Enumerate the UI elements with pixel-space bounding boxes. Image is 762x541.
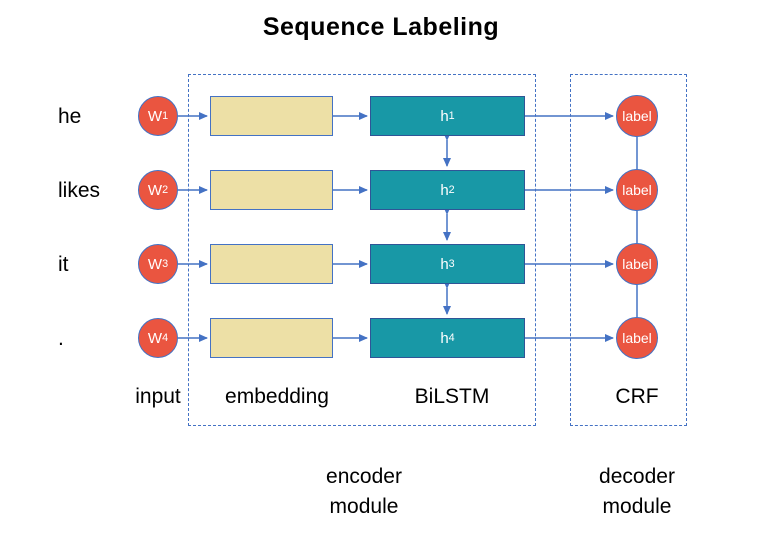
- crf-label-node: label: [616, 317, 658, 359]
- input-word: .: [58, 327, 64, 350]
- column-label-crf: CRF: [615, 385, 659, 408]
- column-label-bilstm: BiLSTM: [414, 385, 490, 408]
- input-word: it: [58, 253, 69, 276]
- embedding-box: [210, 318, 333, 358]
- column-label-input: input: [135, 385, 181, 408]
- w-label: W: [147, 329, 163, 347]
- encoder-module-box: [188, 74, 536, 426]
- crf-label-node: label: [616, 243, 658, 285]
- decoder-caption-line1: decoder: [599, 465, 675, 488]
- h-label: h: [440, 329, 449, 347]
- w-label: W: [147, 255, 163, 273]
- column-label-embedding: embedding: [225, 385, 329, 408]
- decoder-module-box: [570, 74, 687, 426]
- diagram-title: Sequence Labeling: [262, 13, 500, 41]
- h-label: h: [440, 107, 449, 125]
- encoder-caption-line2: module: [329, 495, 399, 518]
- decoder-caption-line2: module: [602, 495, 672, 518]
- h-label: h: [440, 255, 449, 273]
- input-word: he: [58, 105, 82, 128]
- crf-label-node: label: [616, 169, 658, 211]
- w-label: W: [147, 107, 163, 125]
- h-label: h: [440, 181, 449, 199]
- w-label: W: [147, 181, 163, 199]
- embedding-box: [210, 244, 333, 284]
- crf-label-node: label: [616, 95, 658, 137]
- decoder-module-caption: decoder module: [599, 462, 675, 522]
- embedding-box: [210, 96, 333, 136]
- embedding-box: [210, 170, 333, 210]
- encoder-module-caption: encoder module: [326, 462, 402, 522]
- input-word: likes: [58, 179, 101, 202]
- encoder-caption-line1: encoder: [326, 465, 402, 488]
